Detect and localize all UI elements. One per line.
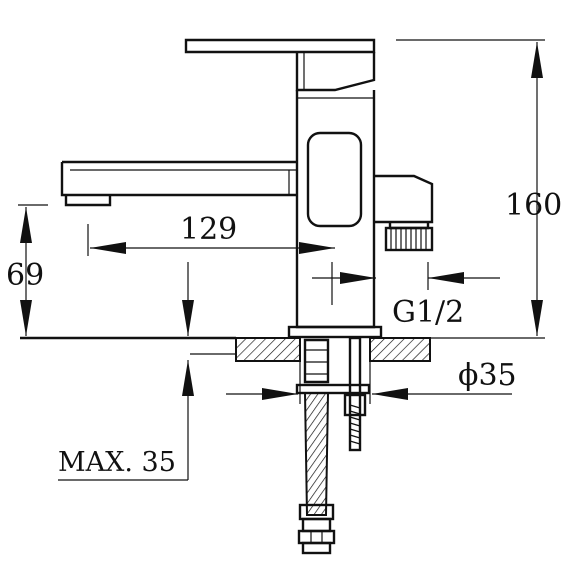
braided-hose [303, 392, 330, 516]
mounting-nut [343, 393, 367, 417]
washer-plate [295, 383, 371, 395]
underdeck-hardware [295, 336, 371, 555]
deck-left [235, 337, 301, 362]
handle-lever [184, 38, 376, 54]
hose-nut [297, 529, 336, 545]
hose-connector [303, 338, 330, 384]
dim-spout-height [18, 204, 48, 336]
handle-cap [295, 52, 376, 92]
deck-right [369, 337, 431, 362]
side-inlet [374, 174, 434, 224]
label-spout-height: 69 [6, 258, 44, 293]
threaded-fitting [384, 226, 434, 252]
label-total-height: 160 [505, 188, 562, 223]
label-hole-diameter: ϕ35 [458, 358, 517, 393]
dim-deck-thickness [58, 262, 194, 481]
dim-total-height [396, 39, 545, 339]
dim-hole-diameter [226, 362, 512, 404]
faucet-body [60, 38, 434, 339]
base-flange [287, 325, 383, 339]
body-window [306, 131, 363, 228]
label-max-deck-thickness: MAX. 35 [58, 447, 176, 478]
label-spout-reach: 129 [180, 212, 237, 247]
label-connection-thread: G1/2 [392, 295, 464, 330]
spout [60, 160, 297, 197]
dim-spout-reach [87, 224, 335, 256]
aerator [64, 195, 112, 207]
deck-section [20, 336, 431, 362]
dim-connection [312, 262, 500, 305]
